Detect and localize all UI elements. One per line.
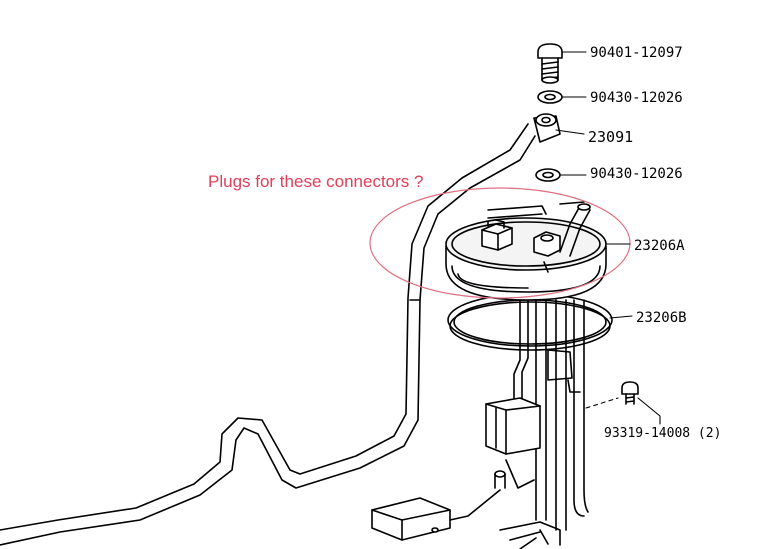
gasket-part <box>447 293 613 351</box>
part-label-gasket: 23206B <box>636 310 687 326</box>
pump-bracket-part <box>445 201 607 301</box>
leader-lines <box>555 51 661 425</box>
washer-lower-part <box>535 168 561 182</box>
annotation-text: Plugs for these connectors ? <box>208 172 423 191</box>
fuel-tube <box>0 123 536 546</box>
part-label-washer-upper: 90430-12026 <box>590 90 683 106</box>
part-label-screw: 93319-14008 (2) <box>604 426 721 441</box>
fuel-pump-module <box>485 397 541 489</box>
part-label-washer-lower: 90430-12026 <box>590 166 683 182</box>
washer-upper-part <box>537 90 563 104</box>
highlight-ellipse <box>369 187 631 299</box>
bolt-part <box>537 43 563 84</box>
part-label-pump-bracket: 23206A <box>634 238 685 254</box>
screw-part <box>585 381 639 409</box>
part-label-bolt: 90401-12097 <box>590 45 683 61</box>
union-fitting-part <box>533 113 561 143</box>
part-label-union-hose: 23091 <box>588 128 633 146</box>
fuel-level-float <box>371 489 501 541</box>
